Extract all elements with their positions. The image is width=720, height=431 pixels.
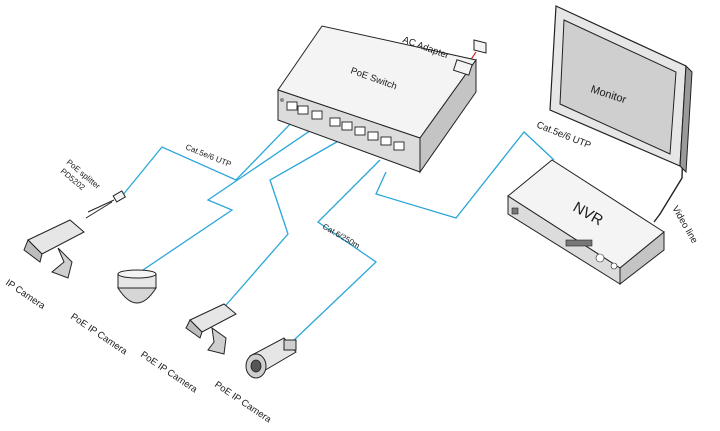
camera-3-mount — [207, 326, 227, 355]
camera-1-mount — [51, 247, 73, 279]
rj45-port-icon — [286, 101, 405, 151]
cable-switch-to-box-camera — [219, 138, 343, 313]
nvr-front-panel — [511, 207, 618, 270]
cable-label-video-line: Video line — [669, 204, 699, 245]
cable-switch-to-bullet-camera — [291, 159, 381, 343]
camera-1-lens — [23, 239, 43, 263]
cable-switch-to-nvr — [375, 131, 555, 219]
camera-3-lens — [185, 319, 203, 339]
monitor: Monitor — [549, 5, 693, 174]
dome-cap — [117, 269, 157, 279]
nvr-side — [619, 230, 665, 286]
camera-1-label: IP Camera — [3, 277, 47, 312]
ptz-dome-camera-icon — [117, 287, 157, 304]
poe-ip-camera-bullet: PoE IP Camera — [212, 337, 297, 426]
switch-led — [280, 98, 284, 102]
poe-switch: PoE Switch — [277, 25, 477, 174]
splitter-body — [112, 190, 127, 203]
camera-2-label: PoE IP Camera — [68, 311, 129, 357]
poe-splitter: PoE splitter PD5202 — [59, 158, 127, 219]
camera-4-lens-glass — [250, 359, 262, 373]
poe-ip-camera-dome: PoE IP Camera — [68, 269, 157, 358]
cable-switch-to-dome — [139, 123, 321, 273]
monitor-side — [679, 64, 693, 174]
monitor-screen — [559, 19, 677, 155]
adapter-brick — [452, 59, 473, 76]
network-cables — [121, 117, 555, 343]
camera-4-label: PoE IP Camera — [212, 379, 273, 425]
camera-3-label: PoE IP Camera — [138, 349, 199, 395]
switch-side — [419, 58, 477, 174]
splitter-leads — [85, 199, 115, 219]
nvr: NVR — [507, 159, 665, 286]
power-plug-icon — [473, 39, 487, 54]
camera-4-mount — [283, 339, 297, 351]
cable-label-long-run: Cat.6/250m — [321, 222, 362, 251]
cable-switch-to-splitter — [121, 117, 297, 197]
cable-label-utp-splitter: Cat.5e/6 UTP — [184, 143, 232, 170]
ip-camera-1: IP Camera — [3, 219, 85, 312]
